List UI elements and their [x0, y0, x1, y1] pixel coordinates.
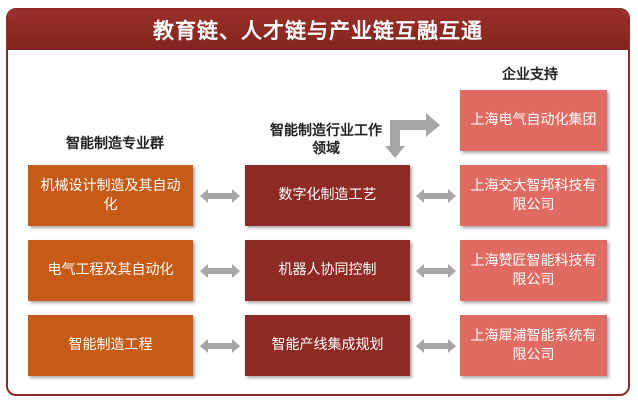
- program-label: 机械设计制造及其自动化: [40, 177, 181, 213]
- work-field-label: 智能产线集成规划: [271, 337, 384, 353]
- company-label: 上海交大智邦科技有限公司: [470, 177, 597, 213]
- heading-right: 企业支持: [502, 67, 558, 83]
- double-arrow-icon: [200, 189, 240, 203]
- company-box: 上海电气自动化集团: [460, 90, 607, 151]
- double-arrow-icon: [416, 339, 456, 353]
- double-arrow-icon: [200, 339, 240, 353]
- double-arrow-icon: [416, 264, 456, 278]
- work-field-box: 机器人协同控制: [245, 240, 410, 301]
- double-arrow-icon: [416, 189, 456, 203]
- company-label: 上海犀浦智能系统有限公司: [470, 327, 597, 363]
- heading-left: 智能制造专业群: [66, 136, 164, 152]
- work-field-label: 数字化制造工艺: [278, 187, 377, 203]
- company-label: 上海电气自动化集团: [470, 112, 597, 128]
- program-label: 电气工程及其自动化: [47, 262, 174, 278]
- program-label: 智能制造工程: [68, 337, 153, 353]
- program-box: 机械设计制造及其自动化: [28, 165, 193, 226]
- double-arrow-icon: [200, 264, 240, 278]
- company-label: 上海赞匠智能科技有限公司: [470, 252, 597, 288]
- bent-double-arrow-icon: [385, 113, 440, 158]
- program-box: 电气工程及其自动化: [28, 240, 193, 301]
- company-box: 上海赞匠智能科技有限公司: [460, 240, 607, 301]
- work-field-label: 机器人协同控制: [278, 262, 377, 278]
- title-bar: 教育链、人才链与产业链互融互通: [8, 10, 628, 50]
- program-box: 智能制造工程: [28, 315, 193, 376]
- diagram-title: 教育链、人才链与产业链互融互通: [153, 19, 483, 43]
- company-box: 上海交大智邦科技有限公司: [460, 165, 607, 226]
- work-field-box: 智能产线集成规划: [245, 315, 410, 376]
- company-box: 上海犀浦智能系统有限公司: [460, 315, 607, 376]
- heading-middle: 智能制造行业工作领域: [270, 123, 382, 157]
- work-field-box: 数字化制造工艺: [245, 165, 410, 226]
